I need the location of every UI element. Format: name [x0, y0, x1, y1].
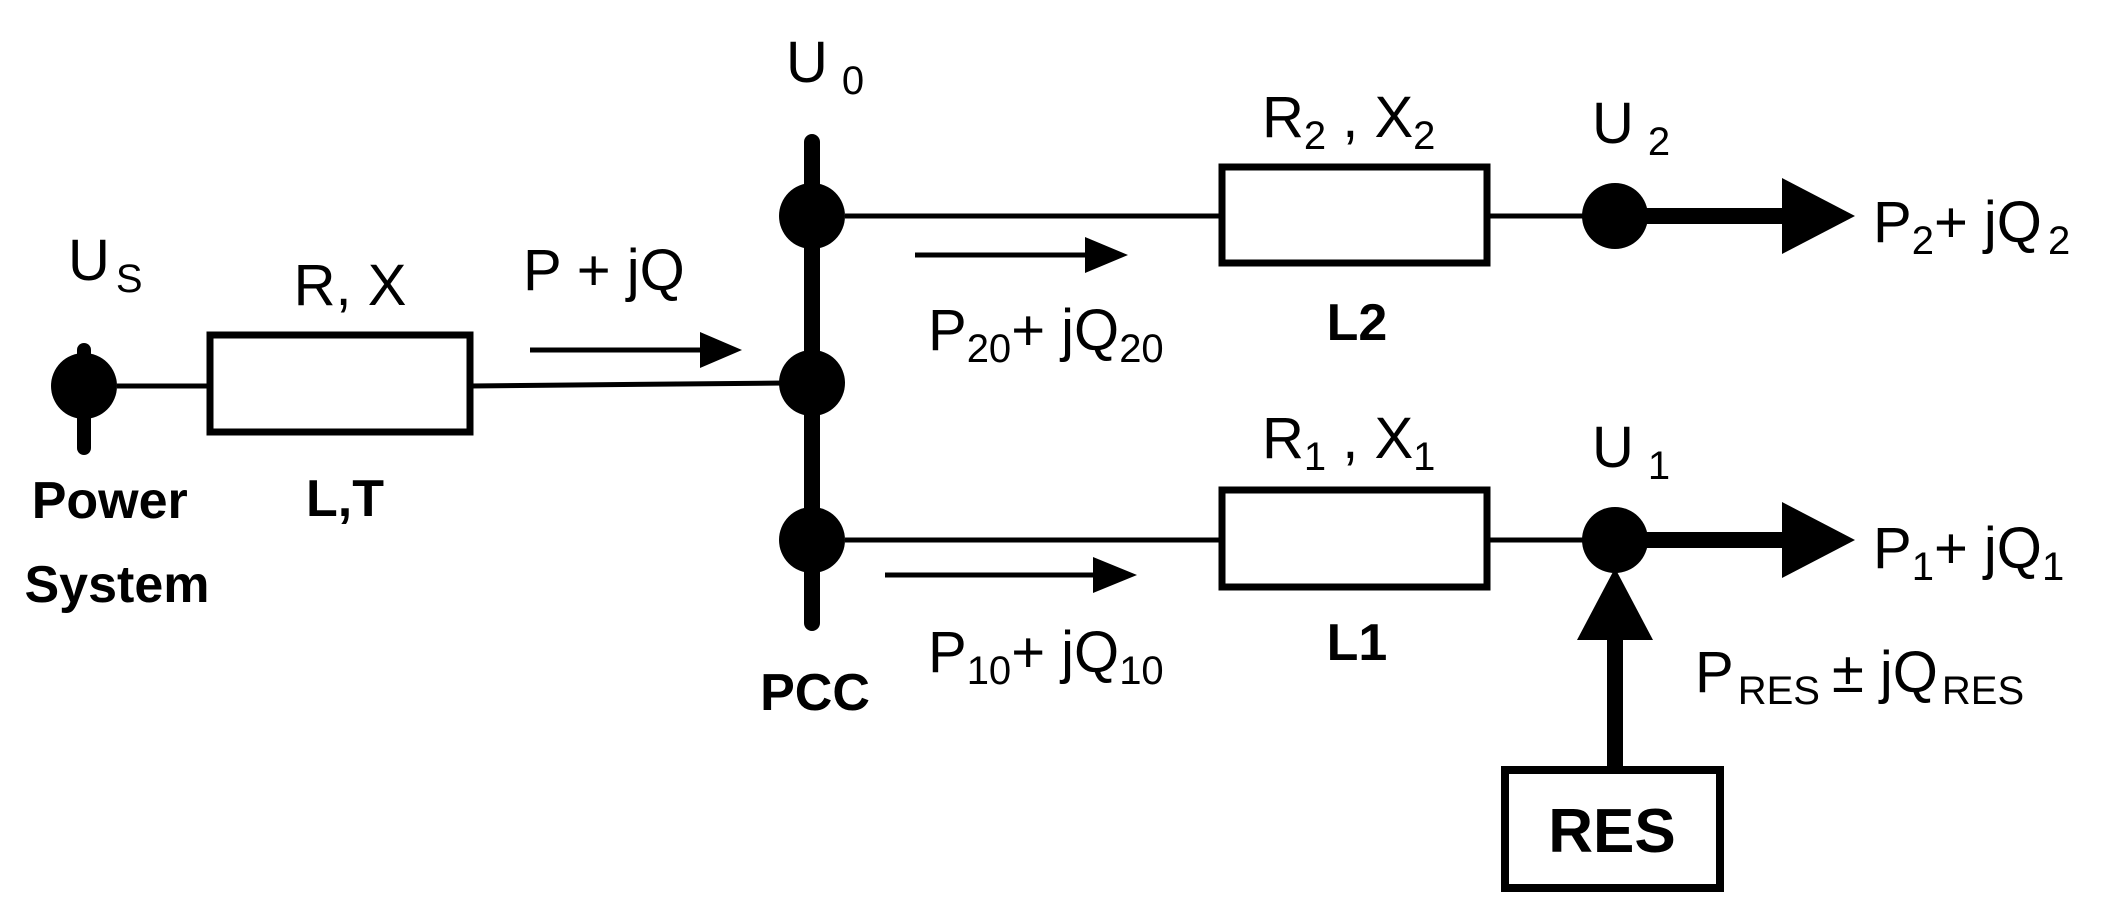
res-injection-arrowhead — [1577, 568, 1653, 640]
source-node — [51, 353, 117, 419]
node-u1 — [1582, 507, 1648, 573]
wire-lt-to-pcc — [469, 380, 786, 389]
branch-l2-name: L2 — [1327, 294, 1388, 352]
pcc-node-mid — [779, 350, 845, 416]
res-box-label: RES — [1548, 797, 1675, 866]
res-box — [1501, 766, 1724, 892]
impedance-l1-label: R1 , X1 — [1262, 406, 1435, 479]
branch-lt-name: L,T — [306, 470, 384, 528]
impedance-l2-label: R2 , X2 — [1262, 85, 1435, 158]
flow-f20-arrowhead — [1085, 237, 1128, 273]
load2-arrowhead — [1782, 178, 1855, 254]
pcc-node-top — [779, 183, 845, 249]
impedance-lt — [206, 331, 474, 436]
pcc-node-bottom — [779, 507, 845, 573]
flow-main-arrowhead — [700, 332, 742, 368]
flow-f20-label: P20+ jQ20 — [928, 298, 1164, 371]
flow-f10-arrowhead — [1093, 557, 1137, 593]
impedance-lt-label: R, X — [294, 253, 407, 318]
load1-label: P1+ jQ1 — [1873, 516, 2064, 589]
flow-main-label: P + jQ — [523, 238, 685, 303]
load1-arrowhead — [1782, 502, 1855, 578]
power-system-label: Power System — [25, 472, 210, 614]
node-u2 — [1582, 183, 1648, 249]
branch-l1-name: L1 — [1327, 614, 1388, 672]
flow-f10-label: P10+ jQ10 — [928, 620, 1164, 693]
impedance-l1 — [1218, 486, 1491, 591]
impedance-l2 — [1218, 163, 1491, 267]
pcc-label: PCC — [760, 664, 870, 722]
